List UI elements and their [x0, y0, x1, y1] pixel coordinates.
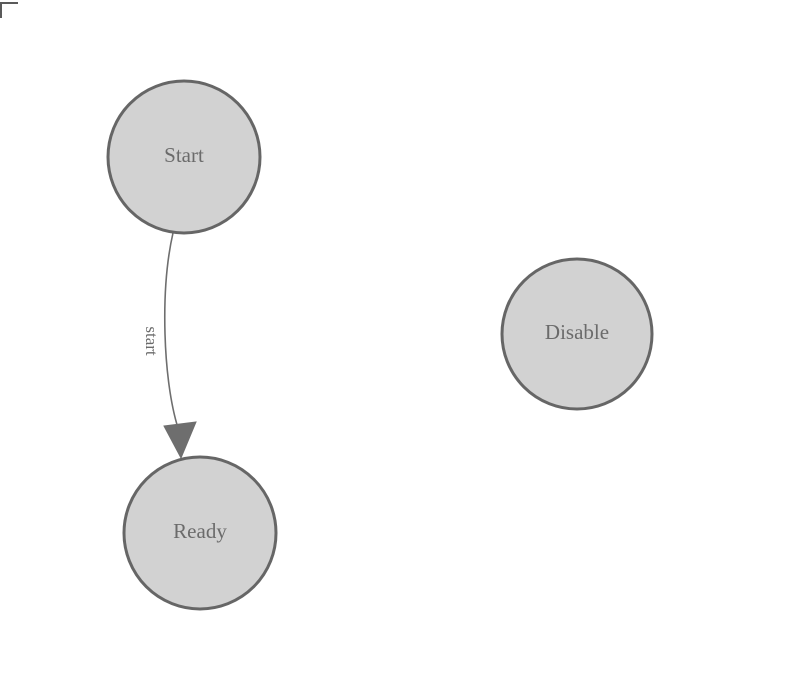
- node-start-label: Start: [164, 143, 204, 167]
- edge-start-to-ready[interactable]: start: [142, 232, 197, 460]
- selection-corner-mark-icon: [0, 2, 18, 18]
- arrowhead-icon: [163, 421, 197, 460]
- node-ready-circle: [122, 455, 278, 611]
- node-ready-label: Ready: [173, 519, 227, 543]
- node-disable-label: Disable: [545, 320, 609, 344]
- node-start-circle: [106, 79, 262, 235]
- node-ready[interactable]: Ready: [122, 455, 278, 611]
- node-disable-circle: [500, 257, 654, 411]
- node-start[interactable]: Start: [106, 79, 262, 235]
- edge-line: [164, 232, 179, 429]
- node-disable[interactable]: Disable: [500, 257, 654, 411]
- edge-label-start: start: [142, 326, 161, 356]
